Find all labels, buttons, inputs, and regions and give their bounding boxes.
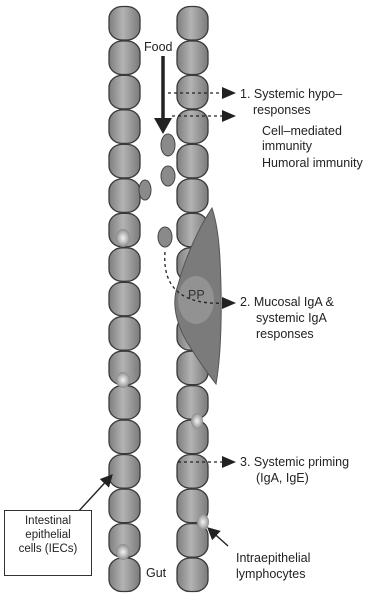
epithelial-cell — [177, 455, 208, 489]
response-1-sub-line: immunity — [262, 139, 312, 154]
epithelial-cell — [109, 420, 140, 454]
iec-pointer — [77, 475, 112, 513]
intraepithelial-lymphocyte — [116, 372, 130, 388]
epithelial-cell — [109, 75, 140, 109]
epithelial-cell — [177, 110, 208, 143]
food-arrowhead — [154, 118, 172, 134]
intraepithelial-lymphocyte — [191, 413, 203, 429]
iec-label-line: epithelial — [9, 528, 87, 542]
food-particle — [161, 166, 175, 186]
food-label: Food — [144, 40, 173, 55]
response-2-title-line: responses — [256, 327, 314, 342]
epithelial-cell — [109, 282, 140, 316]
response-1-arrowhead-bottom — [222, 110, 236, 122]
left-epithelial-column — [109, 7, 140, 592]
epithelial-cell — [177, 7, 208, 41]
epithelial-cell — [177, 144, 208, 178]
epithelial-cell — [109, 110, 140, 143]
response-2-arrowhead — [222, 297, 236, 309]
response-3-title-line: (IgA, IgE) — [256, 471, 309, 486]
response-2-title-line: 2. Mucosal IgA & — [240, 295, 334, 310]
epithelial-cell — [109, 179, 140, 213]
epithelial-cell — [177, 179, 208, 213]
iel-label-line: lymphocytes — [236, 567, 305, 582]
response-1-sub-line: Humoral immunity — [262, 156, 363, 171]
response-3-title-line: 3. Systemic priming — [240, 455, 349, 470]
food-particle — [139, 180, 151, 200]
intraepithelial-lymphocyte — [116, 544, 130, 560]
epithelial-cell — [109, 455, 140, 489]
intraepithelial-lymphocyte — [116, 229, 130, 247]
gut-label: Gut — [146, 566, 166, 581]
response-1-title-line: responses — [253, 103, 311, 118]
response-1-sub-line: Cell–mediated — [262, 124, 342, 139]
iel-label-line: Intraepithelial — [236, 551, 310, 566]
pp-label: PP — [188, 288, 205, 303]
epithelial-cell — [109, 7, 140, 41]
response-1-arrowhead-top — [222, 87, 236, 99]
iel-pointer — [208, 528, 228, 546]
epithelial-cell — [177, 75, 208, 109]
epithelial-cell — [177, 41, 208, 75]
iec-label-line: cells (IECs) — [9, 542, 87, 556]
epithelial-cell — [109, 558, 140, 592]
epithelial-cell — [109, 248, 140, 281]
response-1-title-line: 1. Systemic hypo– — [240, 87, 342, 102]
intraepithelial-lymphocyte — [197, 514, 209, 530]
epithelial-cell — [109, 144, 140, 178]
response-2-title-line: systemic IgA — [256, 311, 327, 326]
food-particle — [161, 134, 175, 156]
response-3-arrowhead — [222, 456, 236, 468]
iec-label-box: Intestinal epithelial cells (IECs) — [4, 510, 92, 576]
epithelial-cell — [109, 386, 140, 420]
epithelial-cell — [109, 317, 140, 351]
iec-label-line: Intestinal — [9, 514, 87, 528]
epithelial-cell — [177, 386, 208, 420]
epithelial-cell — [177, 558, 208, 592]
epithelial-cell — [109, 41, 140, 75]
food-particle — [158, 227, 172, 247]
epithelial-cell — [109, 489, 140, 522]
